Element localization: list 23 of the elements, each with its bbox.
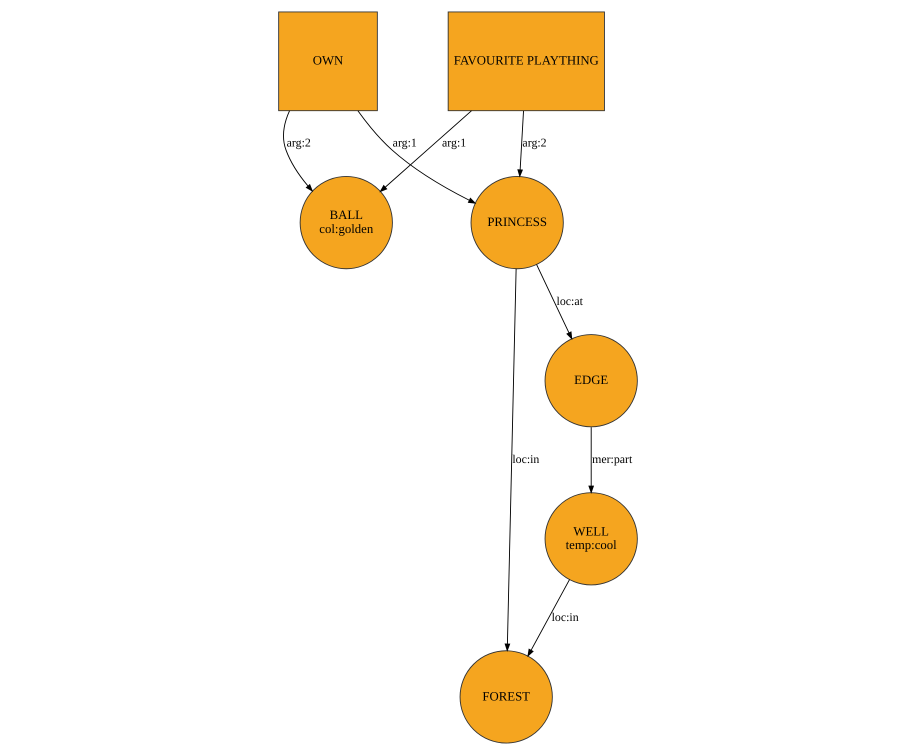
arrow <box>588 426 594 494</box>
node-box: OWN <box>278 12 378 112</box>
arrow <box>378 110 472 192</box>
arrow <box>504 268 516 652</box>
edge-label: mer:part <box>592 452 632 466</box>
arrow <box>526 579 570 658</box>
arrow <box>516 110 524 178</box>
edge-label: loc:at <box>556 294 582 308</box>
node-circle: FOREST <box>459 650 552 744</box>
arrow <box>536 264 572 340</box>
edge-label: loc:in <box>551 610 578 624</box>
edge-label: arg:1 <box>442 136 466 150</box>
edge-label: loc:in <box>512 452 539 466</box>
node-circle: PRINCESS <box>470 176 564 270</box>
node-circle: BALL col:golden <box>299 176 392 270</box>
edge-label: arg:2 <box>286 136 310 150</box>
edge-label: arg:2 <box>522 136 546 150</box>
arrow <box>356 110 476 204</box>
node-box: FAVOURITE PLAYTHING <box>447 12 604 112</box>
node-circle: EDGE <box>544 334 638 428</box>
arrow <box>282 110 313 192</box>
node-circle: WELL temp:cool <box>544 492 638 586</box>
edge-label: arg:1 <box>392 136 416 150</box>
